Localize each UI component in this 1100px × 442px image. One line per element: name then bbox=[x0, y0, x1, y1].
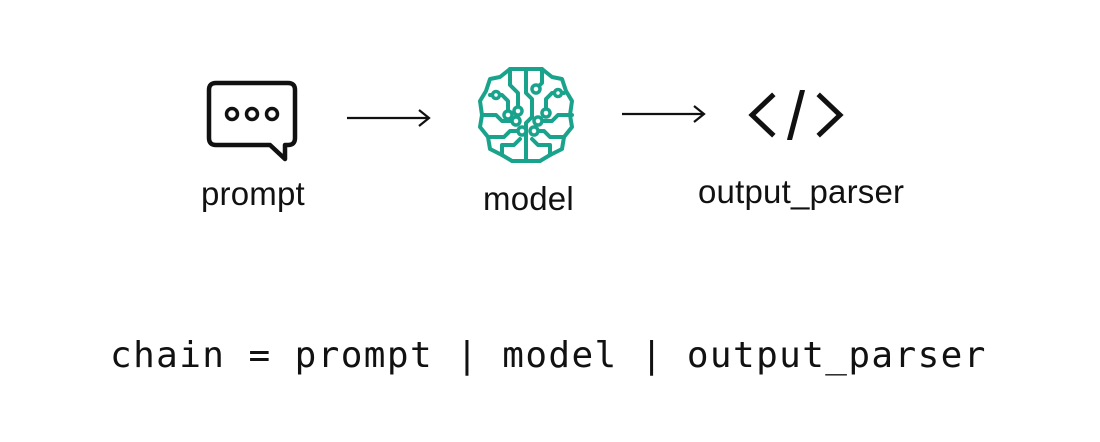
code-tag-icon bbox=[748, 90, 844, 140]
node-label-prompt: prompt bbox=[201, 175, 305, 212]
chat-bubble-icon bbox=[206, 80, 298, 162]
node-label-output-parser: output_parser bbox=[698, 173, 905, 210]
chain-code-line: chain = prompt | model | output_parser bbox=[110, 335, 987, 376]
arrow-icon bbox=[622, 105, 706, 123]
circuit-brain-icon bbox=[478, 67, 574, 163]
node-label-model: model bbox=[483, 180, 574, 217]
arrow-icon bbox=[347, 109, 431, 127]
